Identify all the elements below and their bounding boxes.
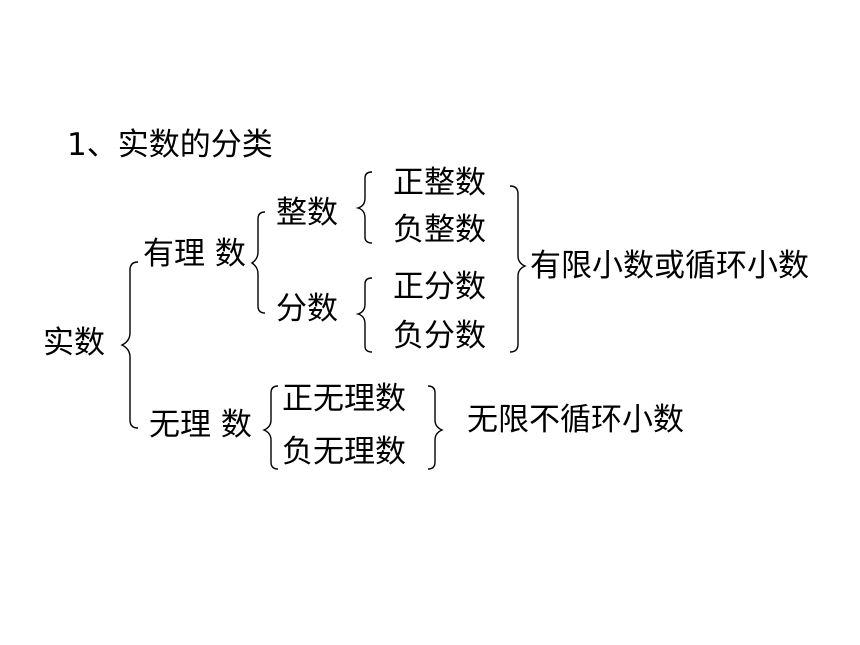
brace-irrational <box>262 385 279 470</box>
fraction-label: 分数 <box>276 291 338 327</box>
infinite-decimal-note: 无限不循环小数 <box>467 402 684 438</box>
real-number-label: 实数 <box>43 325 105 361</box>
positive-integer-label: 正整数 <box>393 165 486 201</box>
negative-irrational-label: 负无理数 <box>282 434 406 470</box>
irrational-label: 无理 数 <box>149 407 252 443</box>
positive-fraction-label: 正分数 <box>393 269 486 305</box>
positive-irrational-label: 正无理数 <box>282 381 406 417</box>
brace-finite-decimal <box>509 185 527 353</box>
negative-fraction-label: 负分数 <box>393 318 486 354</box>
integer-label: 整数 <box>276 195 338 231</box>
brace-fraction <box>355 277 373 353</box>
brace-integer <box>355 171 373 244</box>
page-title: 1、实数的分类 <box>67 127 273 163</box>
brace-root <box>120 261 139 429</box>
finite-decimal-note: 有限小数或循环小数 <box>530 248 809 284</box>
negative-integer-label: 负整数 <box>393 212 486 248</box>
rational-label: 有理 数 <box>143 236 246 272</box>
brace-rational <box>250 211 266 314</box>
brace-infinite-decimal <box>427 385 444 470</box>
